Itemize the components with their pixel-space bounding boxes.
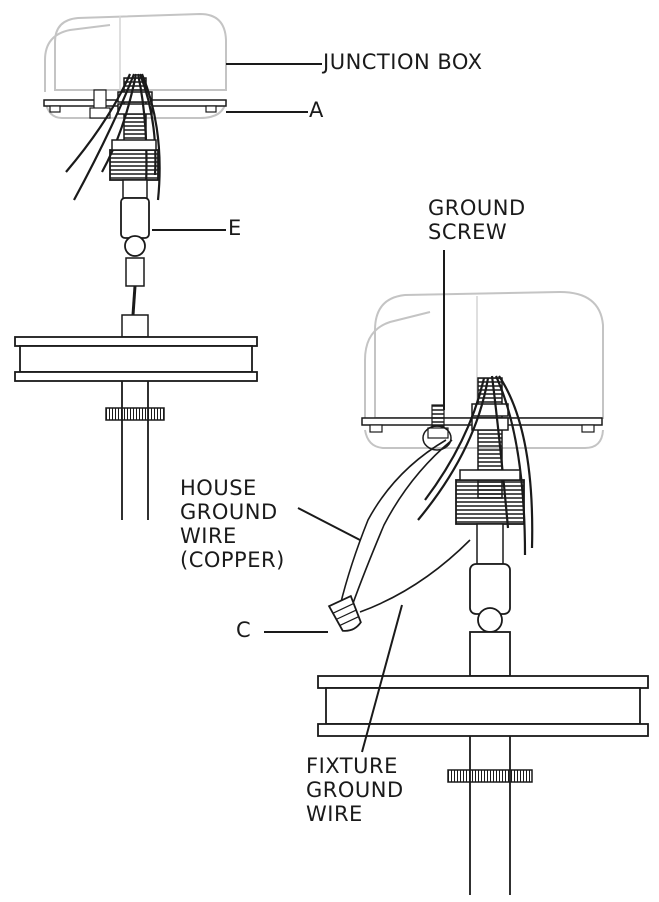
label-a: A bbox=[309, 98, 324, 122]
fixture-disc-top bbox=[14, 314, 258, 520]
label-ground-screw-line: GROUND bbox=[428, 196, 526, 220]
label-house-ground-wire-line: GROUND bbox=[180, 500, 278, 524]
top-assembly bbox=[14, 12, 258, 520]
wire-nut-c bbox=[327, 594, 362, 632]
label-c: C bbox=[236, 618, 252, 642]
label-fixture-ground-wire: FIXTURE GROUND WIRE bbox=[306, 754, 404, 826]
coupling-bottom bbox=[455, 469, 525, 525]
label-fixture-ground-wire-line: WIRE bbox=[306, 802, 363, 826]
label-house-ground-wire-line: HOUSE bbox=[180, 476, 257, 500]
label-house-ground-wire-line: WIRE bbox=[180, 524, 237, 548]
label-fixture-ground-wire-line: FIXTURE bbox=[306, 754, 398, 778]
label-e: E bbox=[228, 216, 242, 240]
ground-screw bbox=[422, 404, 452, 451]
swivel-e bbox=[120, 179, 150, 316]
coupling-top bbox=[109, 139, 159, 181]
swivel-bottom bbox=[469, 523, 511, 677]
bottom-assembly bbox=[317, 290, 649, 895]
leader-lines bbox=[152, 63, 445, 753]
label-fixture-ground-wire-line: GROUND bbox=[306, 778, 404, 802]
label-house-ground-wire: HOUSE GROUND WIRE (COPPER) bbox=[180, 476, 285, 572]
ground-wire-house bbox=[339, 439, 453, 607]
label-ground-screw-line: SCREW bbox=[428, 220, 508, 244]
label-ground-screw: GROUND SCREW bbox=[428, 196, 526, 244]
ground-wire-fixture bbox=[359, 539, 471, 613]
label-house-ground-wire-line: (COPPER) bbox=[180, 548, 285, 572]
threaded-nipple-top bbox=[117, 77, 153, 149]
label-junction-box: JUNCTION BOX bbox=[323, 50, 483, 74]
